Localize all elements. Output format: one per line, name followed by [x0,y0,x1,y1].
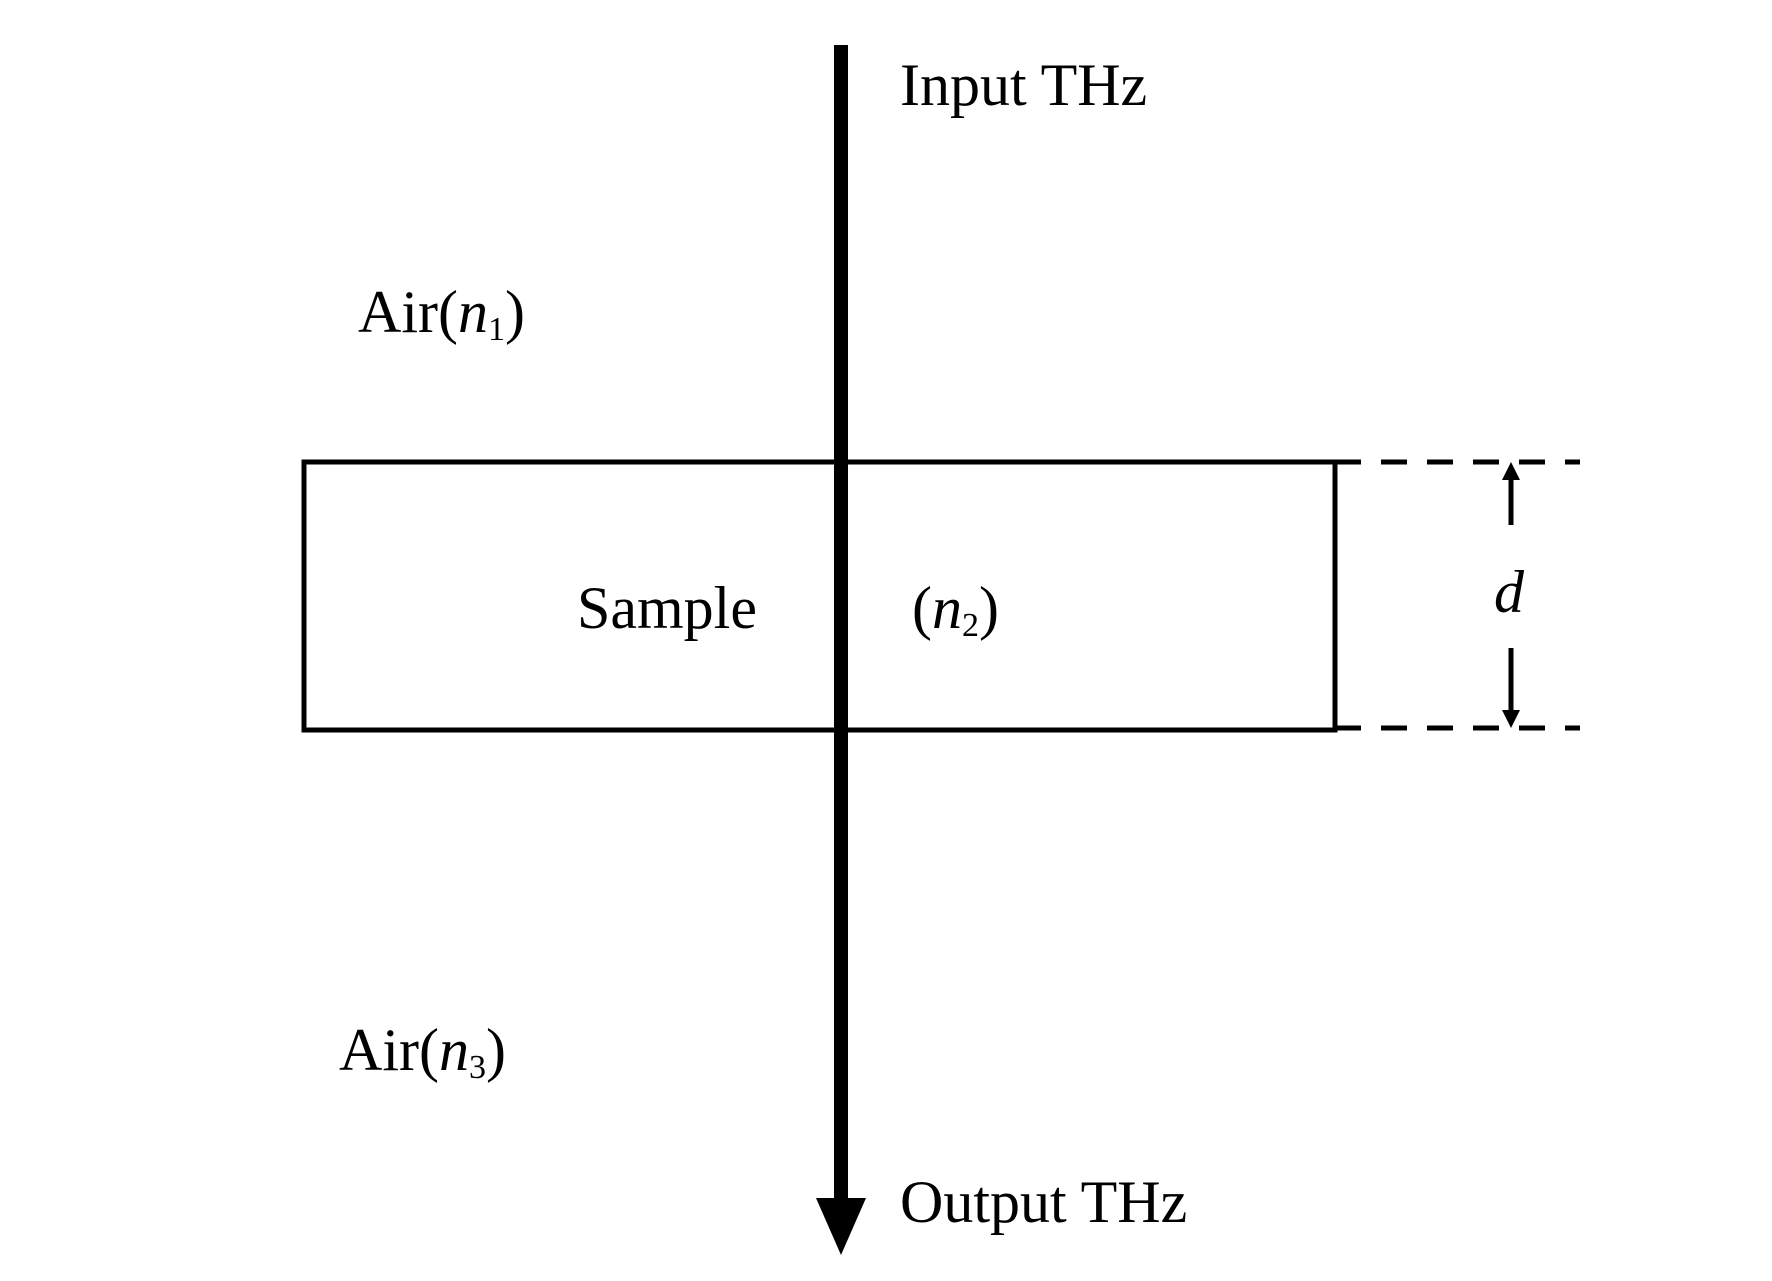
air-bottom-label: Air(n3) [339,1020,506,1085]
thickness-arrowhead-up-icon [1502,462,1520,480]
air-top-prefix: Air( [358,279,458,345]
air-top-suffix: ) [504,279,525,345]
sample-label: Sample [577,575,757,641]
air-bottom-prefix: Air( [339,1017,439,1083]
sample-index-sub: 2 [961,607,979,644]
sample-index-label: (n2) [912,578,999,643]
thickness-label: d [1494,559,1524,625]
air-bottom-suffix: ) [485,1017,506,1083]
beam-arrowhead-icon [816,1198,866,1255]
air-bottom-sub: 3 [468,1049,486,1086]
input-thz-label: Input THz [900,52,1148,118]
air-bottom-var: n [438,1017,469,1083]
sample-index-suffix: ) [978,575,999,641]
air-top-label: Air(n1) [358,282,525,347]
output-thz-label: Output THz [900,1169,1188,1235]
air-top-sub: 1 [487,311,505,348]
sample-index-var: n [931,575,962,641]
thickness-arrowhead-down-icon [1502,710,1520,728]
air-top-var: n [457,279,488,345]
sample-index-prefix: ( [912,575,932,641]
sample-slab [301,459,1338,733]
